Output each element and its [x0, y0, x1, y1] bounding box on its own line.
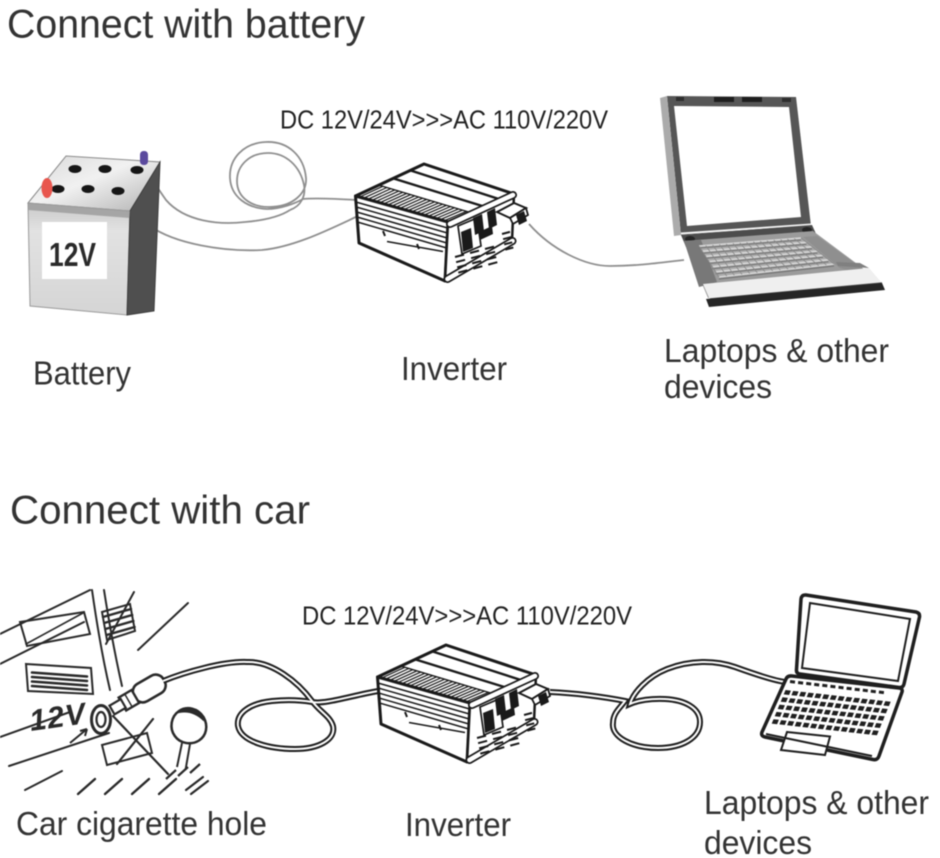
svg-text:Laptops & other: Laptops & other	[704, 784, 929, 821]
svg-text:DC 12V/24V>>>AC 110V/220V: DC 12V/24V>>>AC 110V/220V	[302, 601, 633, 631]
svg-text:Laptops & other: Laptops & other	[664, 332, 889, 369]
svg-text:12V: 12V	[49, 236, 96, 273]
svg-text:Inverter: Inverter	[405, 806, 511, 843]
svg-text:Inverter: Inverter	[401, 350, 507, 387]
svg-text:Battery: Battery	[33, 355, 131, 392]
svg-text:12V: 12V	[27, 697, 90, 738]
svg-text:devices: devices	[664, 368, 772, 405]
svg-text:Connect with battery: Connect with battery	[7, 3, 365, 47]
svg-text:Connect with car: Connect with car	[10, 489, 310, 533]
svg-text:devices: devices	[704, 824, 812, 858]
svg-text:Car cigarette hole: Car cigarette hole	[16, 805, 267, 842]
svg-text:DC 12V/24V>>>AC 110V/220V: DC 12V/24V>>>AC 110V/220V	[280, 105, 609, 135]
